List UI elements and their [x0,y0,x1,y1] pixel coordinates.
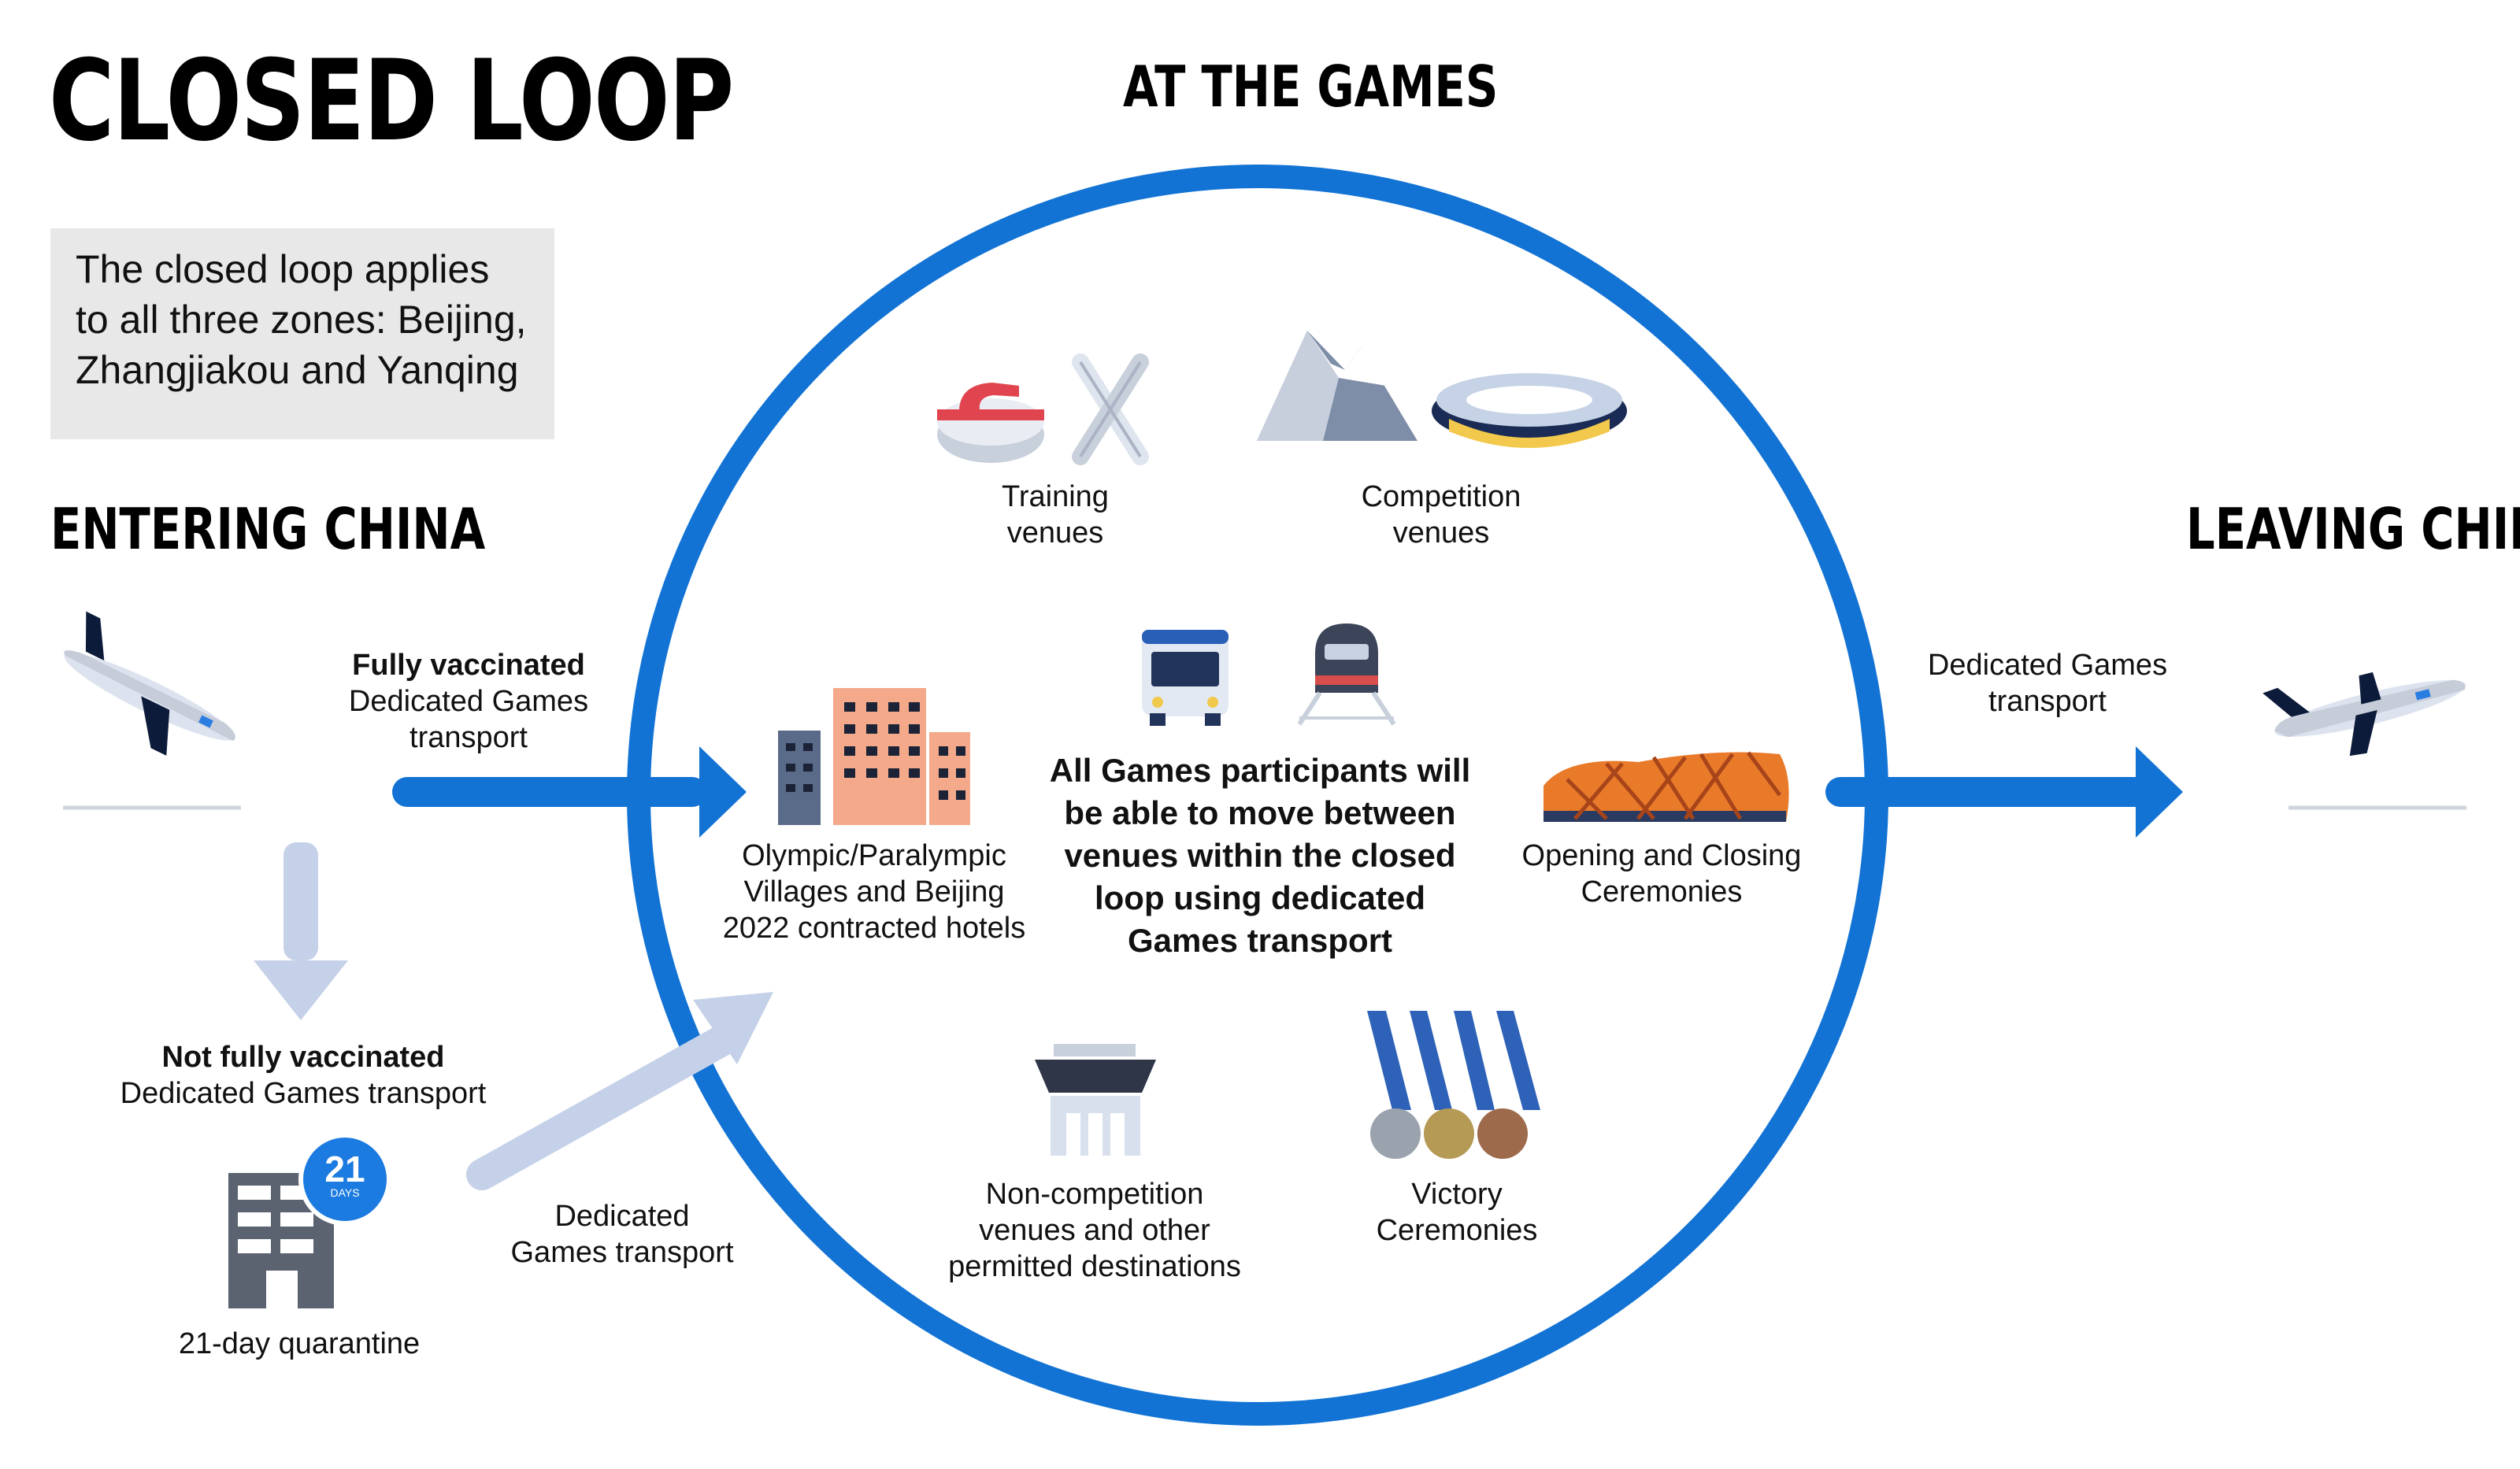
down-arrow [254,842,348,1020]
info-line-3: Zhangjiakou and Yanqing [76,348,519,392]
training-venues-label: Training venues [945,479,1166,551]
pavilion-icon [1035,1044,1156,1156]
plane-takeoff-icon [2262,672,2466,757]
noncompetition-label: Non-competition venues and other permitt… [929,1176,1260,1285]
noncomp-line2: venues and other [979,1214,1210,1247]
birds-nest-icon [1544,751,1789,822]
entering-china-heading: ENTERING CHINA [50,496,486,562]
villages-label: Olympic/Paralympic Villages and Beijing … [709,838,1040,946]
center-line2: be able to move between [1064,794,1456,831]
info-line-2: to all three zones: Beijing, [76,298,527,342]
medals-icon [1367,1011,1540,1159]
info-box: The closed loop applies to all three zon… [50,228,554,439]
leaving-china-heading: LEAVING CHINA [2186,496,2520,562]
info-line-1: The closed loop applies [76,247,490,291]
competition-line1: Competition [1361,480,1521,513]
quarantine-transport-line1: Dedicated [554,1200,690,1233]
leaving-arrow [1825,746,2183,838]
not-vaccinated-title: Not fully vaccinated [161,1041,445,1074]
center-line5: Games transport [1127,922,1393,959]
skis-icon [1072,353,1149,465]
center-message: All Games participants will be able to m… [1040,749,1480,962]
at-the-games-heading: AT THE GAMES [1123,54,1499,120]
leaving-transport-label: Dedicated Games transport [1906,647,2189,720]
buildings-icon [778,688,970,825]
leaving-transport-line2: transport [1988,685,2107,718]
entering-arrow [392,746,747,838]
train-icon [1297,623,1396,726]
quarantine-transport-label: Dedicated Games transport [488,1198,756,1271]
villages-line1: Olympic/Paralympic [742,839,1006,872]
plane-landing-icon [64,611,235,756]
fully-vaccinated-line1: Dedicated Games [348,685,589,718]
diagonal-arrow [466,992,773,1190]
quarantine-transport-line2: Games transport [510,1236,734,1269]
mountain-icon [1257,331,1418,441]
villages-line2: Villages and Beijing [743,875,1005,908]
fully-vaccinated-line2: transport [410,721,528,754]
ceremonies-label: Opening and Closing Ceremonies [1496,838,1827,910]
center-line4: loop using dedicated [1094,879,1426,916]
leaving-transport-line1: Dedicated Games [1927,649,2168,682]
center-line3: venues within the closed [1064,837,1456,874]
not-vaccinated-label: Not fully vaccinated Dedicated Games tra… [94,1039,512,1112]
victory-line1: Victory [1411,1178,1503,1211]
fully-vaccinated-title: Fully vaccinated [352,649,585,682]
curling-stone-icon [937,383,1044,463]
noncomp-line3: permitted destinations [948,1250,1241,1283]
not-vaccinated-line: Dedicated Games transport [120,1077,487,1110]
noncomp-line1: Non-competition [985,1178,1204,1211]
competition-venues-label: Competition venues [1323,479,1559,551]
training-line2: venues [1006,516,1104,549]
quarantine-badge-number: 21 [324,1149,365,1190]
ceremonies-line2: Ceremonies [1581,875,1743,908]
competition-line2: venues [1392,516,1490,549]
training-line1: Training [1002,480,1109,513]
fully-vaccinated-label: Fully vaccinated Dedicated Games transpo… [315,647,622,756]
villages-line3: 2022 contracted hotels [722,912,1026,945]
quarantine-hotel-icon [228,1133,391,1308]
center-line1: All Games participants will [1049,752,1471,789]
victory-ceremonies-label: Victory Ceremonies [1339,1176,1575,1249]
bus-icon [1142,630,1228,726]
quarantine-badge-unit: DAYS [330,1186,360,1199]
page-title: CLOSED LOOP [49,36,734,166]
victory-line2: Ceremonies [1376,1214,1538,1247]
quarantine-label: 21-day quarantine [178,1327,421,1360]
ceremonies-line1: Opening and Closing [1521,839,1802,872]
stadium-icon [1432,373,1627,448]
